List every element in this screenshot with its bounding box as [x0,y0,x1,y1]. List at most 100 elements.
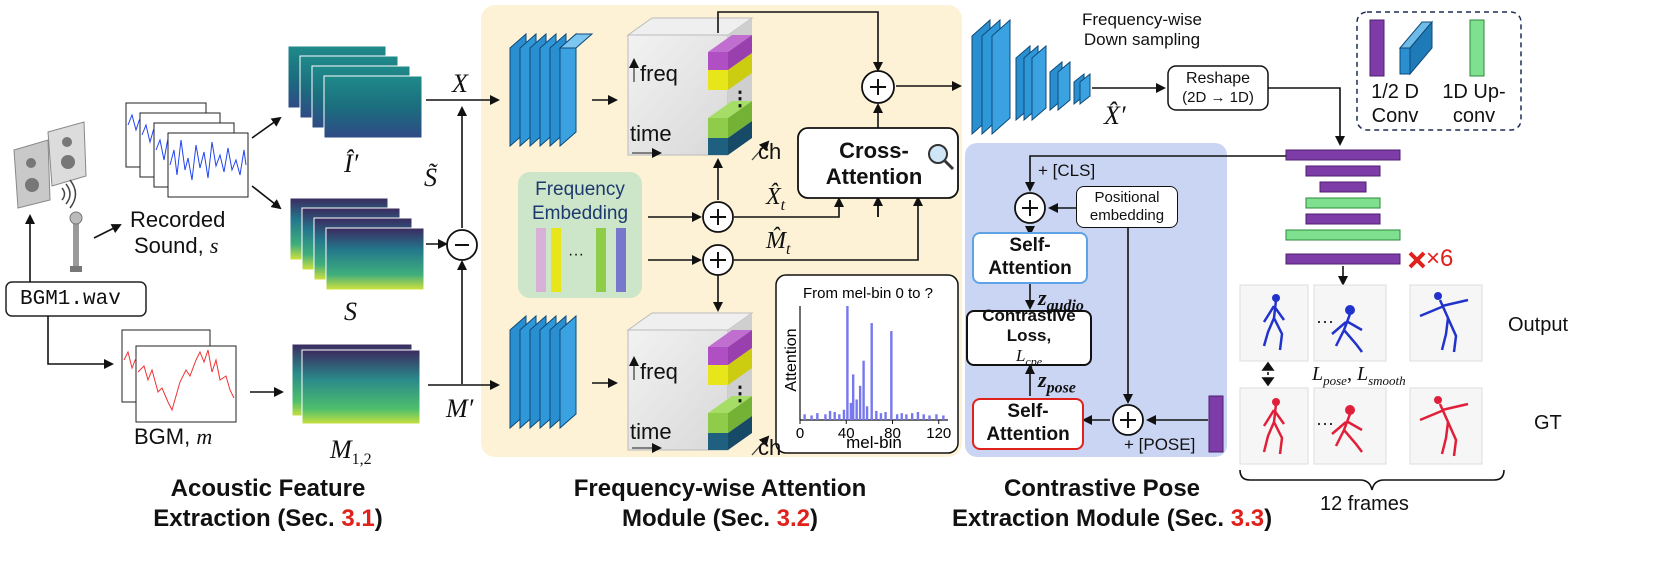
m-t-label: M̂t [766,228,791,258]
chart-bar [858,385,862,420]
speaker-icon [13,121,87,209]
recorded-waveform-stack [125,102,249,198]
chart-bar [816,413,819,420]
chart-bar [910,413,914,420]
chart-bar [855,399,858,420]
frames-brace [1239,469,1505,491]
chart-bar [875,410,878,420]
input-file-label: BGM1.wav [20,288,121,311]
contrastive-arrows [1025,155,1286,425]
chart-bar [879,413,883,420]
chart-bar [803,414,806,420]
chart-bar [928,415,931,420]
caption-contrastive-1: Contrastive Pose [1003,475,1201,502]
recorded-sound-label-2: Sound, s [134,233,219,258]
chart-y-label: Attention [783,328,800,391]
magnifier-icon [928,144,955,171]
feature-cube-top [626,17,754,156]
repeat-count: ××6 [1426,245,1454,272]
cross-attention-label: Cross-Attention [825,138,923,190]
chart-bar [890,331,893,420]
chart-bar [810,415,813,420]
legend-upconv-green [1469,19,1485,77]
chart-bar [922,414,925,420]
conv-stack-bottom [509,314,577,430]
caption-acoustic-2: Extraction (Sec. 3.1) [153,505,383,532]
pose-token-label: + [POSE] [1124,435,1196,454]
cls-token-label: + [CLS] [1038,161,1096,180]
s-label: S [344,297,357,326]
freq-downsampling-label: Frequency-wise Down sampling [1082,10,1202,50]
time-label-bottom: time [630,419,672,444]
times-icon [1408,251,1426,269]
chart-bar [900,413,903,420]
acoustic-arrows [25,95,500,397]
contrastive-loss-box: Contrastive Loss, Lcpe [966,306,1092,369]
m-prime-label: M′ [446,394,474,423]
chart-bar [842,409,846,420]
frequency-embedding-panel [518,172,642,298]
ch-label-top: ch [758,139,782,164]
microphone-icon [69,211,83,272]
x-hat-prime-label: X̂′ [1104,101,1126,130]
decoder-layers [1285,149,1401,265]
recorded-sound-label: Recorded [130,207,226,232]
reshape-label: Reshape [1185,70,1251,87]
chart-bar [865,406,869,420]
chart-bar [824,414,827,420]
spectrogram-s [289,197,425,291]
feature-cube-bottom [626,312,754,451]
i-prime-label: Î′ [344,149,359,178]
bgm-label: BGM, m [134,424,213,449]
legend-conv-blue [1398,20,1434,76]
chart-bar [862,360,865,420]
chart-bar [849,402,853,420]
output-label: Output [1508,314,1569,336]
freq-label-top: freq [640,61,678,86]
chart-bar [935,414,938,420]
x-t-label: X̂t [766,184,786,214]
output-ellipsis: ··· [1316,311,1334,331]
z-pose-label: zpose [1038,367,1076,397]
chart-bar [916,412,920,420]
output-gt-double-arrow [1261,361,1275,387]
slice-dots-top: ⋮ [730,88,750,110]
chart-bar [905,414,908,420]
positional-embedding-box: Positional embedding [1076,186,1178,228]
x-label: X [452,69,468,98]
chart-bar [833,412,836,420]
gt-ellipsis: ··· [1316,413,1334,433]
chart-bar [895,414,899,420]
downsampling-conv-stack [971,18,1091,136]
input-file-box [5,281,147,317]
chart-bar [870,323,873,420]
chart-bar [884,412,887,420]
pose-loss-label: Lpose, Lsmooth [1312,363,1406,388]
spectrogram-m12 [291,343,421,425]
chart-bar [851,374,855,420]
cross-attention-box [797,127,959,199]
legend-conv-purple [1369,19,1385,77]
gt-label: GT [1534,412,1562,434]
chart-bar [838,414,841,420]
attention-chart-panel [775,274,959,454]
self-attention-audio: Self-Attention [972,232,1088,284]
reshape-sub-label: (2D → 1D) [1182,89,1254,106]
chart-x-tick-label: 40 [838,425,855,442]
chart-bar [942,415,945,420]
chart-x-tick-label: 120 [926,425,951,442]
caption-acoustic-1: Acoustic Feature [170,475,366,502]
pose-gt-grids [1239,387,1483,465]
legend-upconv-label: 1D Up-conv [1442,81,1506,127]
slice-dots-bottom: ⋮ [730,383,750,405]
m12-label: M1,2 [330,435,372,469]
bgm-waveform-stack [121,329,237,423]
caption-contrastive-2: Extraction Module (Sec. 3.3) [952,505,1273,532]
embedding-ellipsis: ··· [568,246,584,263]
caption-freq-attn-2: Module (Sec. 3.2) [621,505,819,532]
frames-label: 12 frames [1320,493,1409,515]
caption-freq-attn-1: Frequency-wise Attention [573,475,867,502]
frequency-embedding-label: Frequency Embedding [531,179,629,224]
